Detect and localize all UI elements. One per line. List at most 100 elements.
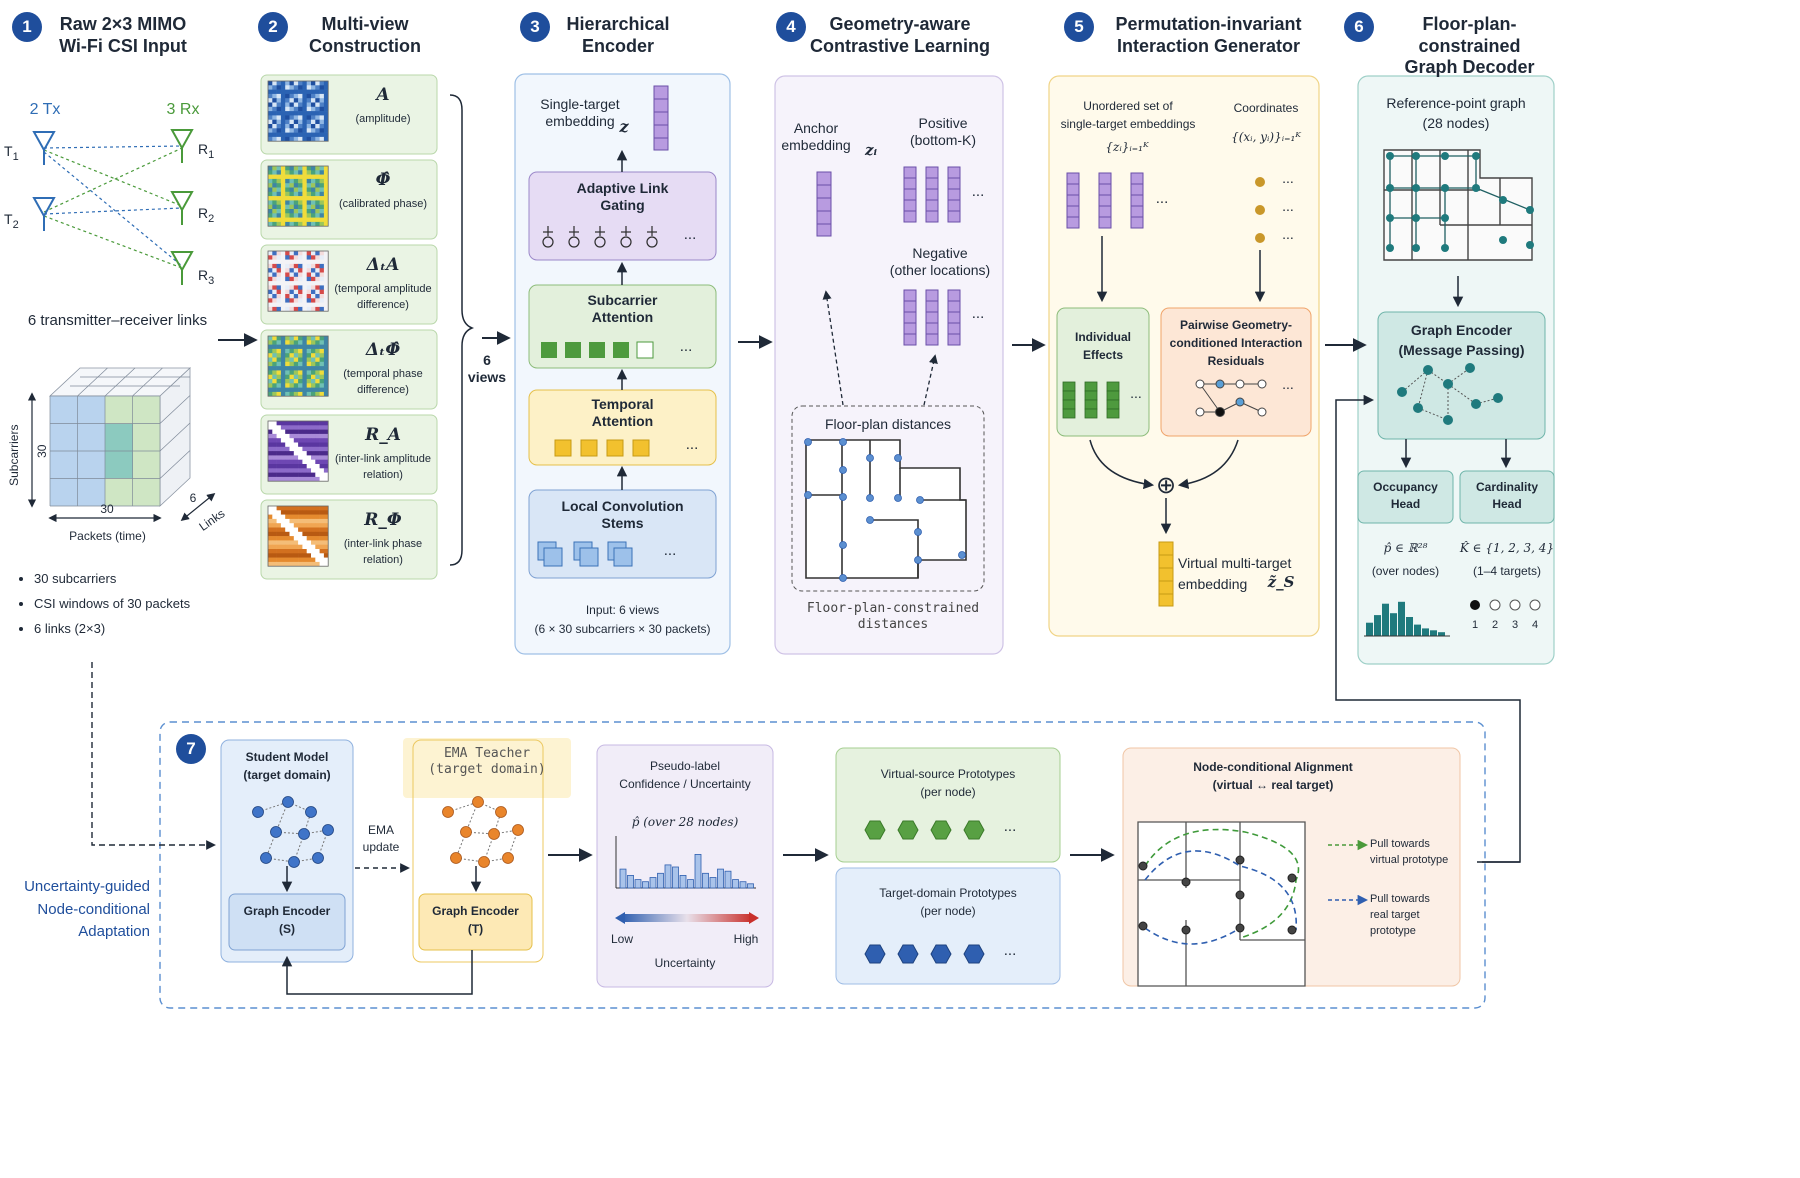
occupancy-bar (1406, 617, 1413, 636)
occupancy-symbol: p̂ ∈ ℝ²⁸ (1383, 541, 1428, 555)
uncertainty-axis-label: Uncertainty (654, 956, 716, 970)
ellipsis: ... (1282, 226, 1294, 242)
view-description: (inter-link amplitude relation) (335, 453, 431, 481)
floorplan-box (791, 405, 985, 592)
pseudo-bar (649, 877, 657, 889)
occupancy-subtitle: (over nodes) (1371, 564, 1440, 578)
pseudo-label-chart (615, 836, 756, 889)
coordinates-symbol: {(xᵢ, yᵢ)}ᵢ₌₁ᴷ (1231, 130, 1301, 144)
graph-node (252, 806, 264, 818)
adaptation-side-label: Uncertainty-guided Node-conditional Adap… (24, 878, 150, 940)
rx-label: 3 Rx (166, 101, 200, 118)
views-count-label: 6 views (467, 352, 507, 385)
ellipsis: ... (971, 305, 985, 322)
teacher-title: EMA Teacher (target domain) (428, 746, 546, 777)
graph-node (442, 806, 454, 818)
view-symbol: ΔₜΦ̂ (365, 340, 401, 360)
stage-number-badge: 3 (520, 12, 550, 42)
diagram-artwork (27, 73, 1555, 1009)
ellipsis: ... (663, 542, 677, 559)
cardinality-head-box (1459, 470, 1555, 524)
output-vector-icon (1158, 541, 1174, 607)
pseudo-bar (657, 872, 664, 889)
coordinates-label: Coordinates (1233, 101, 1299, 115)
positive-label: Positive (bottom-K) (909, 115, 977, 148)
view-symbol: R_A (365, 425, 401, 445)
tx-name: T2 (4, 211, 19, 231)
antenna-diagram (32, 129, 194, 285)
cardinality-chart (1470, 599, 1541, 611)
occupancy-bar (1438, 632, 1445, 636)
floorplan-nodes (804, 438, 966, 582)
graph-node (460, 826, 472, 838)
reference-graph-title: Reference-point graph (28 nodes) (1386, 95, 1526, 132)
pseudo-bar (724, 870, 732, 889)
occupancy-bar (1390, 613, 1397, 636)
graph-encoder-label: Graph Encoder (Message Passing) (1398, 322, 1525, 359)
input-spec-list: 30 subcarriers CSI windows of 30 packets… (16, 566, 190, 641)
graph-node (312, 852, 324, 864)
stage6-title: Floor-plan-constrained Graph Decoder (1404, 14, 1535, 78)
graph-node (288, 856, 300, 868)
rx-antenna-icon (170, 129, 194, 285)
block-label: Temporal Attention (591, 396, 654, 429)
uncertainty-low-label: Low (610, 932, 633, 946)
card-option-4 (1529, 599, 1541, 611)
pseudo-bar (672, 866, 679, 889)
stage-number-badge: 4 (776, 12, 806, 42)
view-symbol: A (376, 85, 390, 105)
stage5-title: Permutation-invariant Interaction Genera… (1115, 14, 1302, 56)
subcarrier-attention-icon (541, 341, 654, 359)
pseudo-bar (702, 872, 709, 889)
anchor-vector-icon (816, 171, 832, 237)
view-description: (inter-link phase relation) (343, 538, 423, 566)
tx-antenna-icon (32, 131, 56, 231)
cube-y-axis-value: 30 (34, 444, 49, 458)
stage-number-badge: 5 (1064, 12, 1094, 42)
temporal-attention-icon (554, 439, 650, 457)
target-proto-panel (835, 867, 1061, 985)
ema-update-label: EMA update (362, 823, 400, 854)
card-option-1 (1470, 600, 1480, 610)
anchor-symbol: zᵢ (864, 141, 878, 159)
cube-x-axis-value: 30 (100, 502, 114, 516)
target-prototypes-title: Target-domain Prototypes (per node) (879, 886, 1017, 918)
gate-icon (542, 226, 658, 248)
pseudo-bar (687, 879, 694, 889)
pseudo-bar (634, 879, 642, 889)
stage4-title: Geometry-aware Contrastive Learning (809, 14, 991, 56)
student-title: Student Model (target domain) (243, 750, 331, 782)
graph-node (282, 796, 294, 808)
ellipsis: ... (1282, 198, 1294, 214)
uncertainty-colorbar (622, 914, 752, 922)
occupancy-bar (1422, 628, 1429, 636)
sum-operator-icon: ⊕ (1155, 472, 1177, 499)
stage-number-badge: 1 (12, 12, 42, 42)
teacher-title-bg (403, 738, 571, 798)
graph-node (495, 806, 507, 818)
cardinality-tick: 4 (1531, 619, 1539, 631)
graph-node (450, 852, 462, 864)
block-label: Subcarrier Attention (587, 292, 658, 325)
embedding-symbol: z (619, 117, 629, 136)
cardinality-symbol: K̂ ∈ {1, 2, 3, 4} (1459, 541, 1555, 555)
graph-node (260, 852, 272, 864)
virtual-prototypes-title: Virtual-source Prototypes (per node) (880, 767, 1016, 799)
graph-node (512, 824, 524, 836)
cardinality-subtitle: (1–4 targets) (1472, 564, 1542, 578)
ellipsis: ... (971, 183, 985, 200)
graph-node (270, 826, 282, 838)
view-symbol: Φ̂ (375, 170, 391, 190)
list-item: 6 links (2×3) (34, 616, 190, 641)
student-graph-icon (252, 796, 334, 868)
individual-effects-label: Individual Effects (1074, 330, 1131, 362)
ellipsis: ... (1003, 818, 1017, 835)
cardinality-head-label: Cardinality Head (1475, 480, 1538, 512)
list-item: 30 subcarriers (34, 566, 190, 591)
alignment-title: Node-conditional Alignment (virtual ↔ re… (1193, 760, 1353, 792)
output-symbol: z̃_S (1267, 573, 1295, 591)
pseudo-bar (619, 868, 627, 889)
stage3-title: Hierarchical Encoder (566, 14, 670, 56)
anchor-label: Anchor embedding (781, 120, 851, 153)
view-description: (amplitude) (355, 113, 411, 125)
